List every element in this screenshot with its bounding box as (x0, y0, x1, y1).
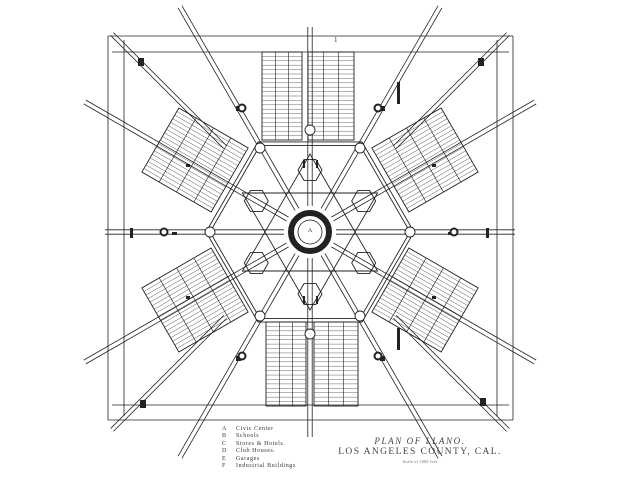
hex-plaza (297, 283, 323, 305)
hex-plaza (351, 252, 377, 274)
lot-line (193, 137, 232, 203)
building-marker (380, 106, 385, 111)
lot-line (388, 257, 427, 323)
civic-center-mark: A (308, 228, 313, 234)
building-marker (186, 296, 190, 299)
building-marker (432, 164, 436, 167)
plaza-circle (373, 103, 383, 113)
lot-line (423, 277, 462, 343)
building-marker (478, 58, 484, 66)
lot-line (193, 257, 232, 323)
lot-line (406, 267, 444, 333)
plaza-circle (237, 351, 247, 361)
hex-plaza (351, 190, 377, 212)
buildings-and-circles (130, 58, 489, 408)
housing-block-southeast (371, 247, 479, 353)
lot-line (176, 267, 214, 333)
hex-plaza (243, 190, 269, 212)
avenue-line (177, 253, 296, 457)
housing-block-southwest (141, 247, 249, 353)
avenue-line (83, 242, 287, 361)
lot-line (388, 137, 427, 203)
building-marker (397, 82, 400, 104)
traffic-circle (304, 124, 316, 136)
plaza-circle (159, 227, 169, 237)
scale-note: Scale of 1000 feet (402, 459, 438, 464)
residential-blocks (141, 51, 479, 407)
avenue-line (113, 32, 227, 147)
housing-block-south (265, 321, 307, 407)
map-title-block: PLAN OF LLANO. LOS ANGELES COUNTY, CAL. … (330, 436, 510, 464)
avenue-line (333, 103, 537, 222)
civic-center-core (297, 219, 323, 245)
civic-center-ring (288, 210, 332, 254)
hex-plaza (243, 252, 269, 274)
map-title: PLAN OF LLANO. (374, 436, 466, 446)
building-marker (186, 164, 190, 167)
avenue-line (85, 99, 289, 218)
avenue-line (110, 35, 225, 149)
traffic-circle (254, 310, 266, 322)
star-road (241, 192, 379, 311)
lot-line (176, 127, 214, 193)
building-marker (130, 228, 133, 238)
building-marker (480, 398, 486, 406)
building-marker (138, 58, 144, 66)
plaza-circle (373, 351, 383, 361)
avenue-line (395, 315, 510, 429)
avenue-line (331, 246, 535, 365)
building-marker (303, 160, 305, 168)
plaza-circle (237, 103, 247, 113)
plaza-circle (449, 227, 459, 237)
traffic-circle (354, 142, 366, 154)
lot-line (406, 127, 444, 193)
avenue-line (395, 35, 510, 149)
building-marker (140, 400, 146, 408)
building-marker (486, 228, 489, 238)
traffic-circle (404, 226, 416, 238)
avenue-line (324, 253, 443, 457)
building-marker (380, 356, 385, 361)
traffic-circle (354, 310, 366, 322)
building-marker (316, 160, 318, 168)
housing-block-northeast (371, 107, 479, 213)
page-number: 1 (334, 36, 338, 44)
building-marker (316, 296, 318, 304)
housing-block-south (313, 321, 359, 407)
avenue-line (83, 103, 287, 222)
lot-line (158, 277, 197, 343)
avenue-line (110, 315, 225, 429)
building-marker (303, 296, 305, 304)
star-road (241, 153, 379, 272)
building-marker (432, 296, 436, 299)
hex-plaza (297, 159, 323, 181)
avenue-line (393, 317, 507, 432)
lot-line (423, 117, 462, 183)
map-subtitle: LOS ANGELES COUNTY, CAL. (338, 447, 502, 457)
avenue-line (331, 99, 535, 218)
building-marker (397, 328, 400, 350)
avenue-line (85, 246, 289, 365)
traffic-circle (254, 142, 266, 154)
building-marker (172, 232, 177, 235)
lot-line (158, 117, 197, 183)
traffic-circle (204, 226, 216, 238)
avenue-line (113, 317, 227, 432)
avenue-line (333, 242, 537, 361)
housing-block-northwest (141, 107, 249, 213)
avenue-line (393, 32, 507, 147)
traffic-circle (304, 328, 316, 340)
